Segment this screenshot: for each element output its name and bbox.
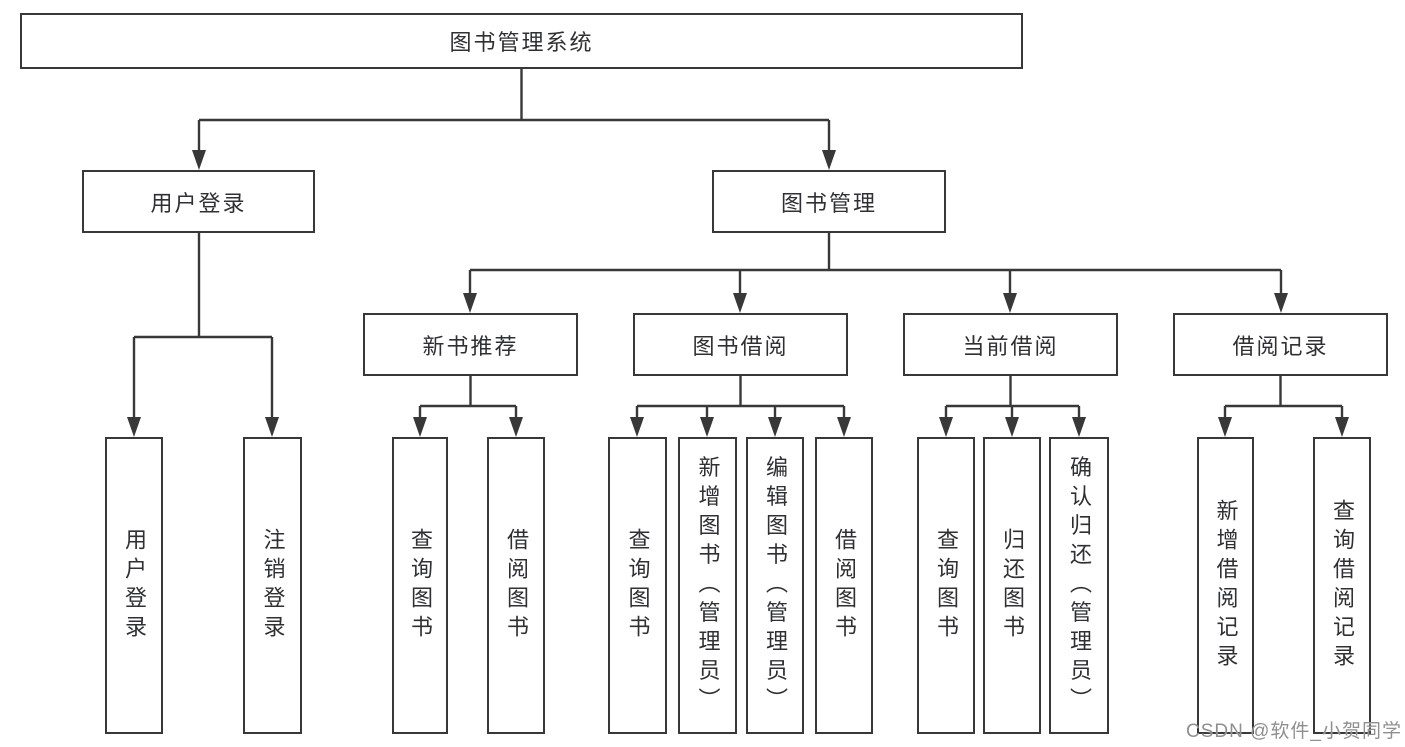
leaf-query-books-current: 查询图书 <box>917 437 975 734</box>
node-library-management-system: 图书管理系统 <box>20 13 1023 69</box>
leaf-logout: 注销登录 <box>243 437 302 734</box>
leaf-label: 新增图书（管理员） <box>695 455 721 716</box>
node-book-borrowing: 图书借阅 <box>633 313 848 376</box>
node-label: 用户登录 <box>150 190 247 216</box>
leaf-label: 查询图书 <box>625 527 651 644</box>
node-label: 图书管理系统 <box>449 30 594 55</box>
watermark: CSDN @软件_小贺同学 <box>1186 721 1402 742</box>
node-label: 图书借阅 <box>692 333 789 359</box>
leaf-label: 借阅图书 <box>832 527 857 644</box>
leaf-query-borrow-record: 查询借阅记录 <box>1313 437 1371 734</box>
node-label: 新书推荐 <box>422 333 519 359</box>
node-label: 借阅记录 <box>1232 333 1329 359</box>
leaf-label: 借阅图书 <box>504 527 529 644</box>
leaf-return-books: 归还图书 <box>983 437 1041 734</box>
leaf-label: 注销登录 <box>260 527 286 644</box>
leaf-label: 新增借阅记录 <box>1213 498 1239 673</box>
node-new-book-recommend: 新书推荐 <box>363 313 578 376</box>
leaf-query-books-recommend: 查询图书 <box>392 437 448 734</box>
leaf-label: 查询图书 <box>934 527 959 644</box>
leaf-add-book-admin: 新增图书（管理员） <box>678 437 737 734</box>
node-user-login: 用户登录 <box>82 170 315 233</box>
node-book-management: 图书管理 <box>712 170 946 233</box>
leaf-label: 查询图书 <box>408 527 433 644</box>
node-label: 当前借阅 <box>962 333 1059 359</box>
leaf-confirm-return-admin: 确认归还（管理员） <box>1049 437 1109 734</box>
leaf-borrow-books-borrowing: 借阅图书 <box>815 437 873 734</box>
leaf-label: 归还图书 <box>1000 527 1025 644</box>
leaf-label: 编辑图书（管理员） <box>763 455 788 716</box>
leaf-query-books-borrowing: 查询图书 <box>608 437 667 734</box>
leaf-user-login: 用户登录 <box>105 437 163 734</box>
leaf-edit-book-admin: 编辑图书（管理员） <box>746 437 804 734</box>
leaf-label: 用户登录 <box>122 527 147 644</box>
leaf-label: 查询借阅记录 <box>1330 498 1355 673</box>
node-current-borrowing: 当前借阅 <box>903 313 1118 376</box>
leaf-add-borrow-record: 新增借阅记录 <box>1197 437 1254 734</box>
node-label: 图书管理 <box>780 190 877 216</box>
node-borrowing-records: 借阅记录 <box>1173 313 1388 376</box>
leaf-label: 确认归还（管理员） <box>1067 455 1092 716</box>
leaf-borrow-books-recommend: 借阅图书 <box>487 437 545 734</box>
